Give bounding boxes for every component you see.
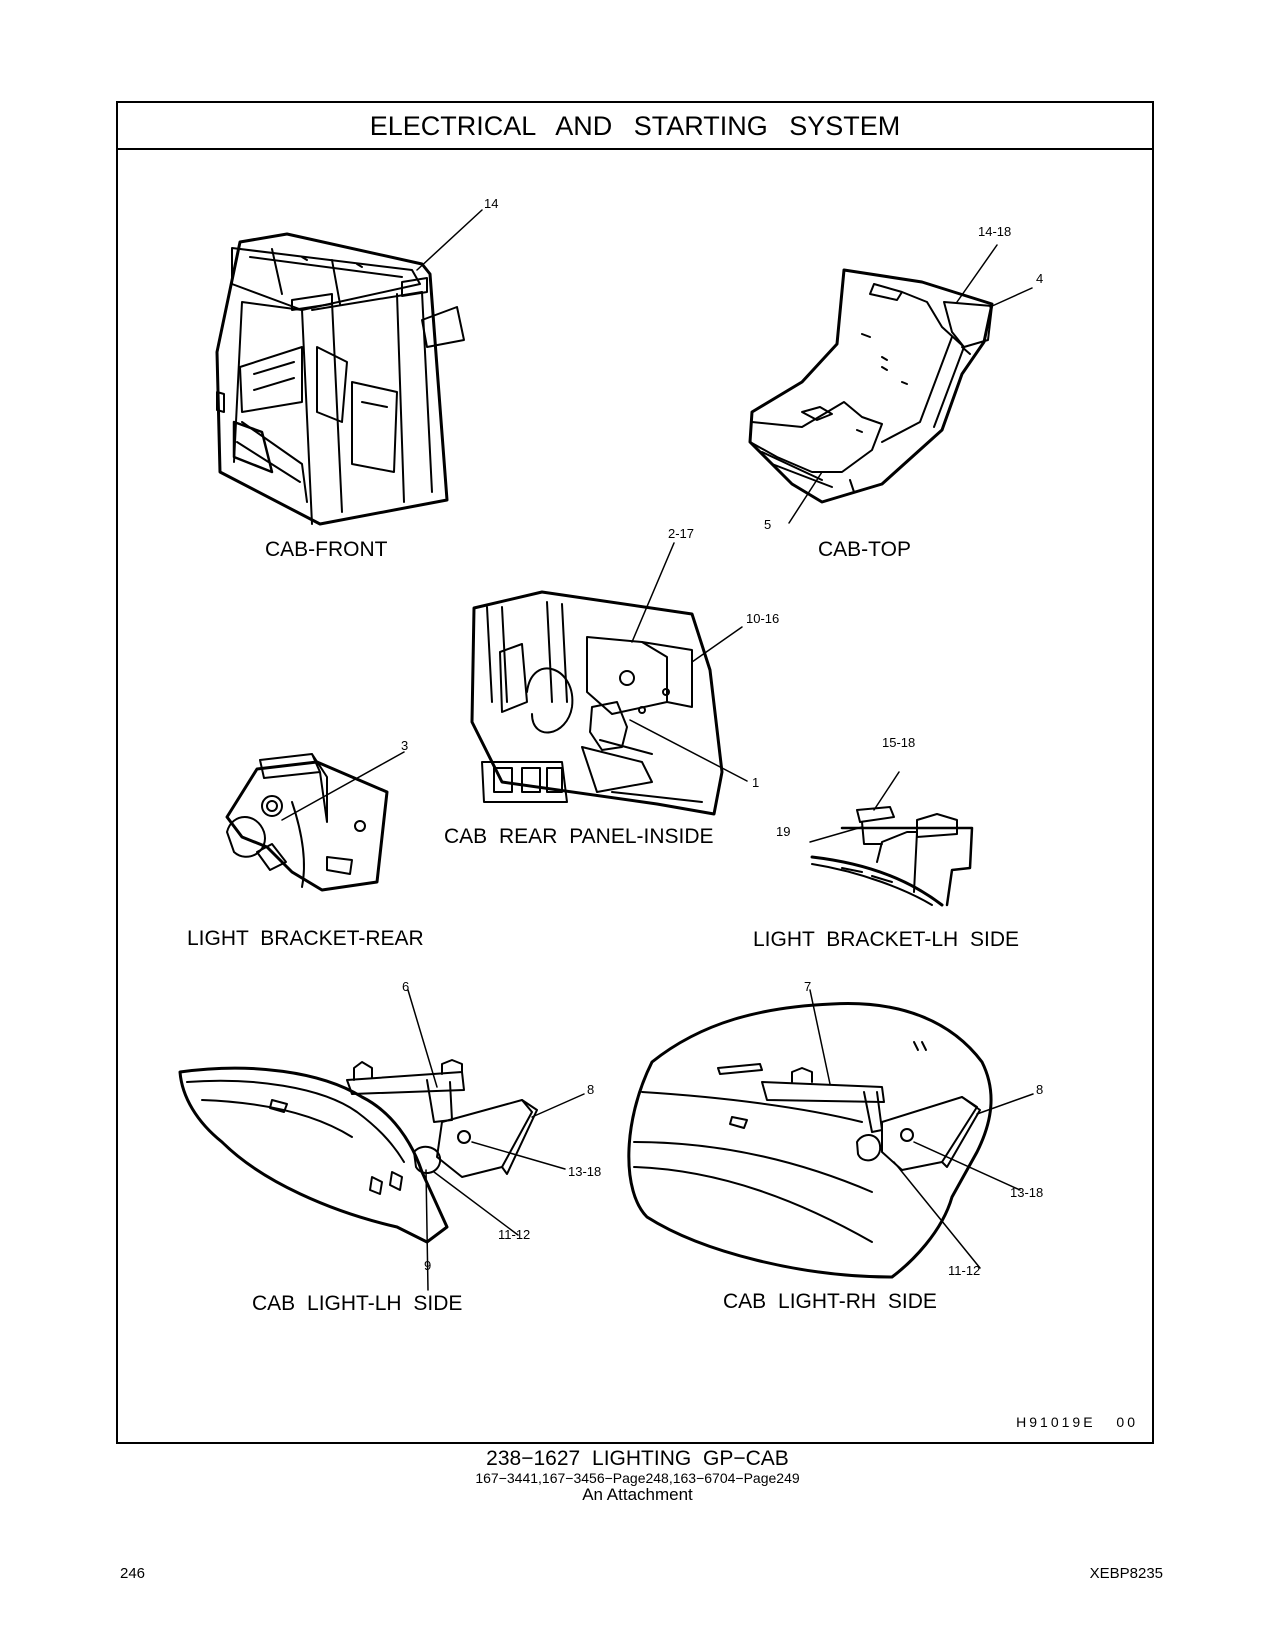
callout-cab-front-0: 14 (484, 196, 499, 211)
caption-cab-top: CAB-TOP (818, 538, 911, 561)
drawing-id: H91019E 00 (1016, 1414, 1138, 1430)
callout-light-rh-1: 8 (1036, 1082, 1044, 1097)
cab-front-drawing (215, 232, 465, 526)
callout-cab-top-0: 14-18 (978, 224, 1012, 239)
cab-top-drawing (748, 268, 994, 504)
callout-rear-panel-2: 1 (752, 775, 760, 790)
document-code: XEBP8235 (1089, 1565, 1163, 1582)
callout-light-lh-1: 8 (587, 1082, 595, 1097)
part-group-title: 238−1627 LIGHTING GP−CAB (486, 1447, 789, 1470)
callout-light-rh-0: 7 (804, 979, 812, 994)
callout-bracket-lh-0: 15-18 (882, 735, 916, 750)
callout-cab-top-1: 4 (1036, 271, 1044, 286)
callout-bracket-lh-1: 19 (776, 824, 791, 839)
caption-cab-light-rh: CAB LIGHT-RH SIDE (723, 1290, 937, 1313)
light-bracket-rear-drawing (225, 753, 389, 892)
page-number: 246 (120, 1565, 146, 1582)
caption-cab-rear-panel: CAB REAR PANEL-INSIDE (444, 825, 714, 848)
cab-light-lh-drawing (178, 1059, 538, 1244)
callout-bracket-rear-0: 3 (401, 738, 409, 753)
caption-light-bracket-lh: LIGHT BRACKET-LH SIDE (753, 928, 1020, 951)
page-title: ELECTRICAL AND STARTING SYSTEM (118, 103, 1152, 150)
callout-light-rh-3: 11-12 (948, 1263, 981, 1278)
cab-light-rh-drawing (627, 1002, 993, 1279)
callout-cab-top-2: 5 (764, 517, 772, 532)
light-bracket-lh-drawing (810, 806, 974, 907)
caption-cab-front: CAB-FRONT (265, 538, 388, 561)
caption-cab-light-lh: CAB LIGHT-LH SIDE (252, 1292, 463, 1315)
callout-rear-panel-1: 10-16 (746, 611, 780, 626)
cab-rear-panel-drawing (470, 590, 724, 816)
callout-light-lh-2: 13-18 (568, 1164, 602, 1179)
diagram-frame: ELECTRICAL AND STARTING SYSTEM (116, 101, 1154, 1444)
callout-light-lh-3: 11-12 (498, 1227, 531, 1242)
callout-light-lh-0: 6 (402, 979, 410, 994)
callout-light-lh-4: 9 (424, 1258, 432, 1273)
caption-light-bracket-rear: LIGHT BRACKET-REAR (187, 927, 424, 950)
callout-light-rh-2: 13-18 (1010, 1185, 1044, 1200)
attachment-note: An Attachment (582, 1485, 693, 1504)
diagram-artwork (178, 209, 1034, 1291)
related-part-numbers: 167−3441,167−3456−Page248,163−6704−Page2… (475, 1470, 800, 1486)
callout-rear-panel-0: 2-17 (668, 526, 695, 541)
